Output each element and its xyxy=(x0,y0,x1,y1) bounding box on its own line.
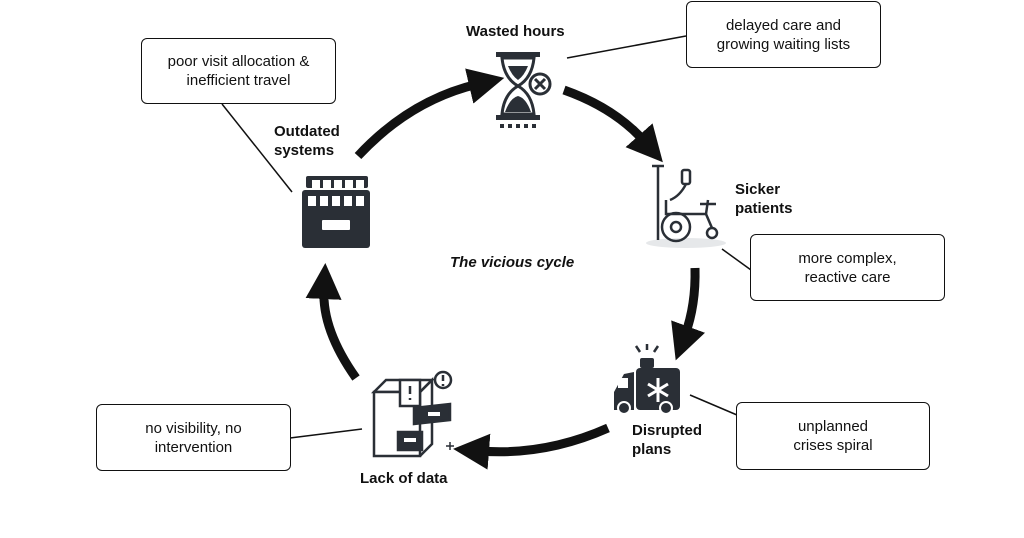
callout-lack-of-data: no visibility, no intervention xyxy=(96,404,291,471)
callout-line: poor visit allocation & xyxy=(167,53,310,70)
callout-line: reactive care xyxy=(804,268,891,286)
hourglass-icon xyxy=(496,52,552,128)
callout-line: crises spiral xyxy=(793,437,873,454)
connector-lack-of-data xyxy=(289,428,363,439)
center-label: The vicious cycle xyxy=(450,254,575,271)
callout-line: unplanned xyxy=(797,418,869,435)
node-label-disrupted-plans: Disrupted plans xyxy=(632,421,702,459)
node-label-line: Wasted hours xyxy=(466,23,565,40)
node-label-lack-of-data: Lack of data xyxy=(360,469,448,488)
arrow-wasted-to-sicker xyxy=(562,85,663,163)
ambulance-icon xyxy=(614,344,680,415)
callout-line: delayed care and xyxy=(725,16,842,34)
arrow-lack-to-outdated xyxy=(305,263,360,381)
connector-disrupted-plans xyxy=(689,394,738,416)
callout-line: intervention xyxy=(154,438,233,456)
callout-outdated-systems: poor visit allocation & inefficient trav… xyxy=(141,38,336,104)
callout-line: no visibility, no xyxy=(145,419,242,437)
callout-line: more complex, xyxy=(798,249,897,267)
node-label-line: plans xyxy=(632,441,672,458)
callout-wasted-hours: delayed care and growing waiting lists xyxy=(686,1,881,68)
callout-line: inefficient travel xyxy=(186,72,291,89)
callout-connectors xyxy=(221,35,752,439)
callout-sicker-patients: more complex, reactive care xyxy=(750,234,945,301)
arrow-sicker-to-disrupted xyxy=(671,267,705,361)
node-label-outdated-systems: Outdated systems xyxy=(274,122,340,160)
arrow-disrupted-to-lack xyxy=(453,423,610,470)
cycle-arrows xyxy=(305,68,705,470)
connector-outdated-systems xyxy=(221,103,293,193)
node-label-line: Sicker xyxy=(735,181,781,198)
node-label-line: Lack of data xyxy=(360,470,448,487)
node-label-line: Outdated xyxy=(274,123,340,140)
empty-file-cabinet-icon xyxy=(370,370,454,458)
node-label-line: patients xyxy=(735,200,793,217)
callout-line: growing waiting lists xyxy=(716,35,851,53)
callout-disrupted-plans: unplanned crises spiral xyxy=(736,402,930,470)
node-label-wasted-hours: Wasted hours xyxy=(466,22,565,41)
node-label-line: systems xyxy=(274,142,335,159)
wheelchair-iv-icon xyxy=(646,164,726,248)
connector-wasted-hours xyxy=(566,35,687,59)
node-label-line: Disrupted xyxy=(632,422,703,439)
file-drawer-icon xyxy=(302,176,370,248)
arrow-outdated-to-wasted xyxy=(354,68,505,160)
connector-sicker-patients xyxy=(721,248,752,271)
node-label-sicker-patients: Sicker patients xyxy=(735,180,793,218)
